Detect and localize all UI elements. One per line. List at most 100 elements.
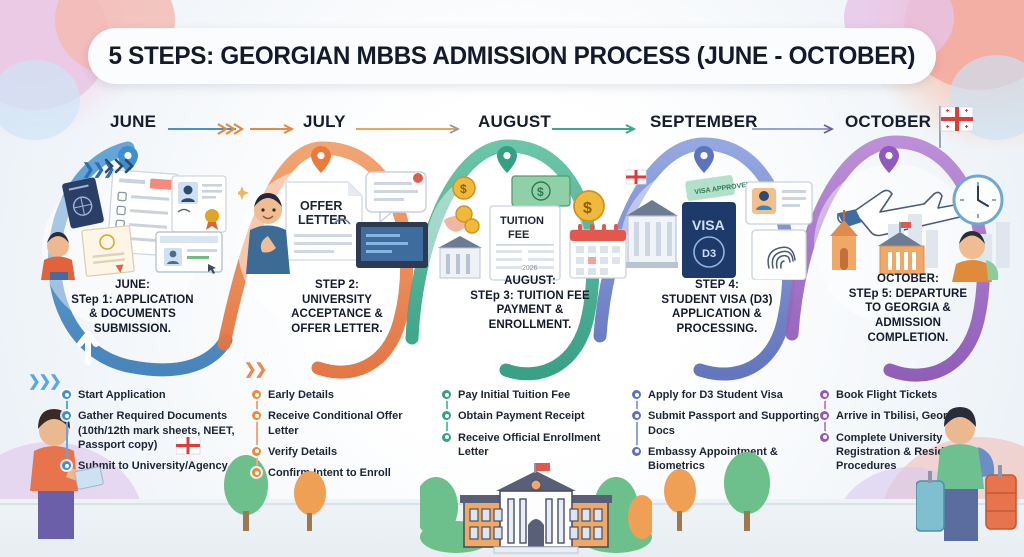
timeline-arrow-icon: [552, 123, 642, 135]
georgian-flag-icon: [938, 104, 976, 148]
step-title-4: STEP 4: STUDENT VISA (D3) APPLICATION & …: [622, 278, 812, 337]
bullet-spine: [66, 394, 68, 458]
step-title-1: JUNE: STep 1: APPLICATION & DOCUMENTS SU…: [30, 278, 235, 337]
list-item-label: Receive Official Enrollment Letter: [458, 431, 601, 458]
bullet-dot-icon: [442, 390, 451, 399]
step-title-line: TO GEORGIA &: [865, 302, 951, 315]
chevron-right-icon: [104, 158, 134, 174]
church-icon: [830, 210, 858, 270]
laptop-icon: [356, 222, 428, 268]
georgian-flag-icon: [176, 437, 202, 457]
list-item: Pay Initial Tuition Fee: [442, 388, 632, 402]
student-with-laptop-character: [18, 401, 104, 551]
step-title-line: AUGUST:: [504, 275, 556, 287]
list-item: Obtain Payment Receipt: [442, 409, 632, 423]
id-card-document: [171, 175, 227, 233]
location-pin-icon: [879, 146, 899, 173]
bullet-dot-icon: [820, 411, 829, 421]
list-item-label: Verify Details: [268, 445, 338, 458]
arc-connector-arrow: [77, 331, 99, 365]
list-item: Book Flight Tickets: [820, 388, 1005, 402]
illustration-step-4: VISA D3 VISA APPROVED: [624, 168, 824, 280]
illustration-step-2: OFFER LETTER: [238, 160, 438, 278]
tree-orange: [290, 469, 330, 531]
visa-type-label: D3: [702, 248, 716, 260]
step-title-line: PAYMENT &: [496, 304, 564, 317]
illustration-step-1: [22, 150, 232, 280]
step-title-3: AUGUST: STEp 3: TUITION FEE PAYMENT & EN…: [432, 274, 628, 333]
list-item: Complete University Registration & Resid…: [820, 431, 1005, 474]
visa-label: VISA: [692, 217, 725, 233]
chevron-right-icon: ❯❯❯: [82, 161, 116, 178]
timeline-arrow-icon: [356, 123, 466, 135]
clock-icon: [952, 174, 1004, 226]
offer-letter-label-line1: OFFER: [300, 199, 342, 213]
month-label-june: JUNE: [110, 112, 157, 131]
chat-bubble-icon: [365, 171, 427, 224]
location-pin-icon: [497, 146, 517, 173]
bullet-dot-icon: [252, 446, 261, 456]
title-banner: 5 STEPS: GEORGIAN MBBS ADMISSION PROCESS…: [88, 28, 936, 84]
list-item-label: Complete University Registration & Resid…: [836, 431, 961, 473]
list-item: Receive Conditional Offer Letter: [252, 409, 432, 438]
month-timeline: JUNE JULY AUGUST SEPTEMBER OCTOBER: [0, 112, 1024, 142]
list-item: Confirm Intent to Enroll: [252, 466, 432, 480]
bullet-dot-icon: [442, 411, 451, 421]
id-card-icon: [745, 181, 813, 225]
bullet-dot-icon: [632, 390, 641, 399]
step-title-line: STep 1: APPLICATION: [71, 293, 194, 306]
bullet-spine: [636, 394, 638, 452]
list-item: Arrive in Tbilisi, Georgia: [820, 409, 1005, 423]
list-item-label: Gather Required Documents (10th/12th mar…: [78, 410, 235, 451]
embassy-building-icon: [626, 200, 678, 268]
visa-passport-icon: VISA D3: [682, 202, 736, 278]
list-item: Verify Details: [252, 445, 432, 459]
visa-approved-stamp: VISA APPROVED: [685, 175, 751, 201]
illustration-step-5: [826, 160, 1024, 282]
list-item: Receive Official Enrollment Letter: [442, 431, 632, 460]
svg-text:$: $: [537, 185, 544, 199]
step-title-line: STEP 2:: [315, 279, 359, 291]
bullet-dot-icon: [252, 390, 261, 399]
timeline-arrow-icon: [752, 123, 840, 135]
svg-text:$: $: [460, 182, 467, 196]
bullet-list-step-3: Pay Initial Tuition Fee Obtain Payment R…: [442, 388, 632, 466]
location-pin-icon: [694, 146, 714, 173]
list-item-label: Confirm Intent to Enroll: [268, 467, 391, 480]
bullet-list-step-1: Start Application Gather Required Docume…: [62, 388, 252, 480]
page-title: 5 STEPS: GEORGIAN MBBS ADMISSION PROCESS…: [108, 41, 916, 70]
tree-green: [720, 451, 774, 531]
certificate-icon: [81, 225, 135, 277]
month-label-september: SEPTEMBER: [650, 112, 758, 131]
banknote-icon: $: [511, 175, 571, 207]
georgian-flag-icon: [625, 169, 647, 185]
happy-student-character: [246, 193, 290, 274]
hand-paying-coin-icon: [444, 205, 480, 234]
bullet-dot-icon: [820, 432, 829, 442]
bullet-dot-icon: [62, 411, 71, 421]
calendar-year-label: 2026: [522, 265, 538, 272]
bullet-dot-icon: [820, 390, 829, 399]
traveler-character: [952, 231, 999, 282]
list-item: Start Application: [62, 388, 252, 402]
bullet-list-step-4: Apply for D3 Student Visa Submit Passpor…: [632, 388, 822, 480]
bottom-university-illustration: [414, 463, 656, 555]
tuition-fee-invoice: TUITION FEE: [489, 205, 561, 281]
list-item-label: Pay Initial Tuition Fee: [458, 389, 571, 401]
arc-step-5: [785, 135, 990, 382]
list-item-label: Submit to University/Agency: [78, 460, 228, 473]
illustration-step-3: $ $ $ TUITION FEE: [434, 162, 634, 282]
calendar-icon: [569, 224, 627, 279]
chevron-right-icon: ❯❯: [244, 361, 267, 378]
bullet-dot-icon: [62, 390, 71, 399]
list-item: Early Details: [252, 388, 432, 402]
list-item: Gather Required Documents (10th/12th mar…: [62, 409, 252, 452]
list-item-label: Book Flight Tickets: [836, 389, 938, 401]
step-title-line: ENROLLMENT.: [488, 319, 572, 332]
passport-icon: [62, 177, 104, 229]
offer-letter-document: OFFER LETTER: [285, 181, 363, 261]
step-title-line: STEP 4:: [695, 279, 739, 291]
laptop-icon: [155, 231, 223, 274]
list-item-label: Apply for D3 Student Visa: [648, 389, 783, 401]
bullet-spine: [256, 394, 258, 466]
